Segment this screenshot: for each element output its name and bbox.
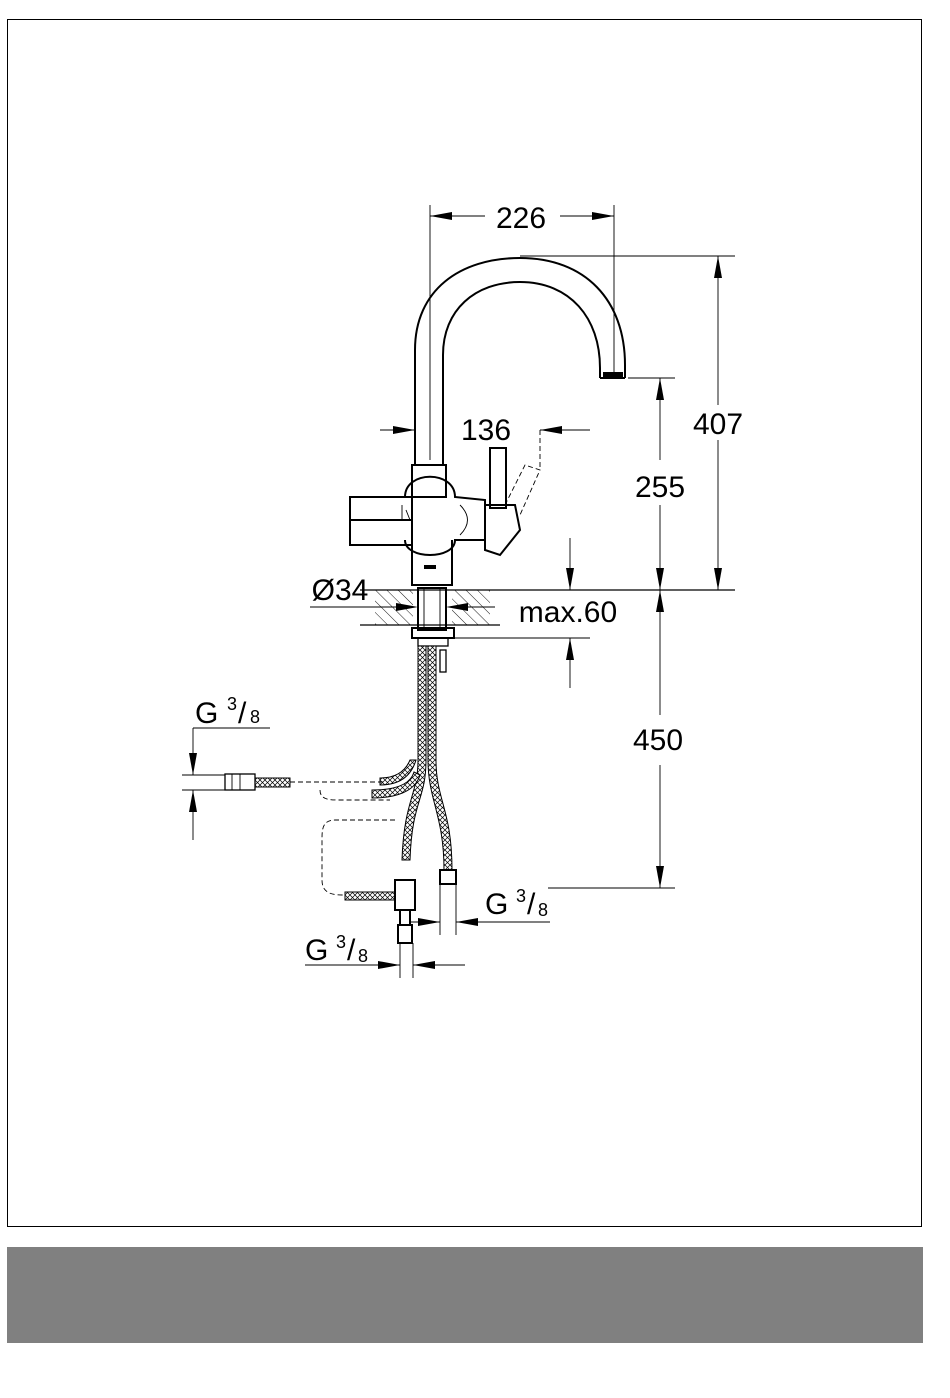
left-connection-den: 8 <box>250 707 260 727</box>
right-connection-slash: / <box>527 888 536 921</box>
bottom-connection-den: 8 <box>358 946 368 966</box>
dim-hose-length: 450 <box>633 724 683 757</box>
supply-hoses <box>225 646 456 943</box>
left-connection-slash: / <box>238 697 247 730</box>
bottom-connection-slash: / <box>347 934 356 967</box>
faucet-spout <box>415 258 625 465</box>
left-connection-g: G <box>195 697 218 730</box>
dim-spout-height: 255 <box>635 471 685 504</box>
faucet-body <box>350 465 485 585</box>
left-connection-num: 3 <box>227 694 237 714</box>
footer-bar <box>7 1247 923 1343</box>
dim-226 <box>430 205 614 460</box>
dim-max-thickness: max.60 <box>519 596 617 629</box>
right-connection-den: 8 <box>538 900 548 920</box>
bottom-connection-num: 3 <box>336 932 346 952</box>
dim-total-height: 407 <box>693 408 743 441</box>
dim-spout-reach: 226 <box>496 202 546 235</box>
bottom-connection-g: G <box>305 934 328 967</box>
dim-bottom-connection <box>305 943 465 978</box>
right-connection-g: G <box>485 888 508 921</box>
right-connection-num: 3 <box>516 886 526 906</box>
side-handle <box>485 430 540 555</box>
dim-hole-diameter: Ø34 <box>312 574 369 607</box>
dim-handle-reach: 136 <box>461 414 511 447</box>
